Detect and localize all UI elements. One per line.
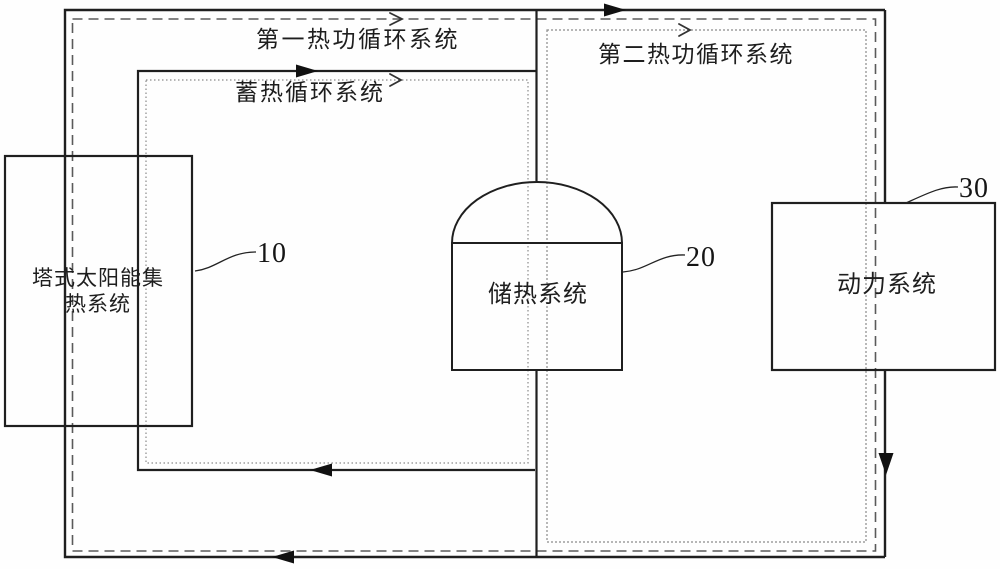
chevron-right-storage-inner-icon — [389, 73, 403, 87]
storage-tank-dome — [451, 181, 623, 244]
power-system-label: 动力系统 — [837, 272, 937, 298]
storage-tank-shape — [451, 181, 623, 371]
leader-line-20 — [622, 254, 686, 273]
leader-line-10 — [194, 251, 257, 272]
storage-cycle-inner-boundary — [145, 79, 529, 464]
second-cycle-boundary — [546, 29, 867, 543]
arrow-left-storage-loop-icon — [310, 463, 332, 477]
outer-solid-boundary — [63, 8, 887, 559]
ref-number-10: 10 — [257, 238, 287, 269]
leader-line-30 — [905, 186, 959, 204]
second-cycle-label: 第二热功循环系统 — [598, 42, 794, 67]
chevron-right-second-cycle-icon — [678, 23, 692, 37]
chevron-right-first-cycle-icon — [389, 12, 405, 26]
leader-lines — [194, 186, 959, 273]
storage-cycle-label: 蓄热循环系统 — [235, 80, 385, 105]
solar-collector-box — [3, 154, 194, 428]
open-chevrons — [389, 12, 692, 87]
arrow-right-storage-loop-icon — [296, 64, 318, 78]
arrow-left-bottom-loop-icon — [272, 550, 294, 564]
arrow-down-right-loop-icon — [878, 453, 894, 475]
outer-solid-top-left-bottom — [63, 8, 885, 559]
storage-cycle-boundary — [136, 10, 538, 557]
storage-tank-label: 储热系统 — [488, 282, 588, 308]
storage-cycle-top-left-bottom — [136, 69, 536, 472]
first-cycle-dashed-boundary — [71, 18, 877, 552]
first-cycle-label: 第一热功循环系统 — [256, 27, 460, 52]
power-system-box — [770, 201, 997, 372]
storage-tank-body — [451, 242, 623, 371]
ref-number-20: 20 — [686, 242, 716, 273]
arrow-right-top-loop-icon — [604, 3, 626, 17]
solar-collector-label: 塔式太阳能集热系统 — [32, 266, 164, 316]
ref-number-30: 30 — [959, 173, 989, 204]
